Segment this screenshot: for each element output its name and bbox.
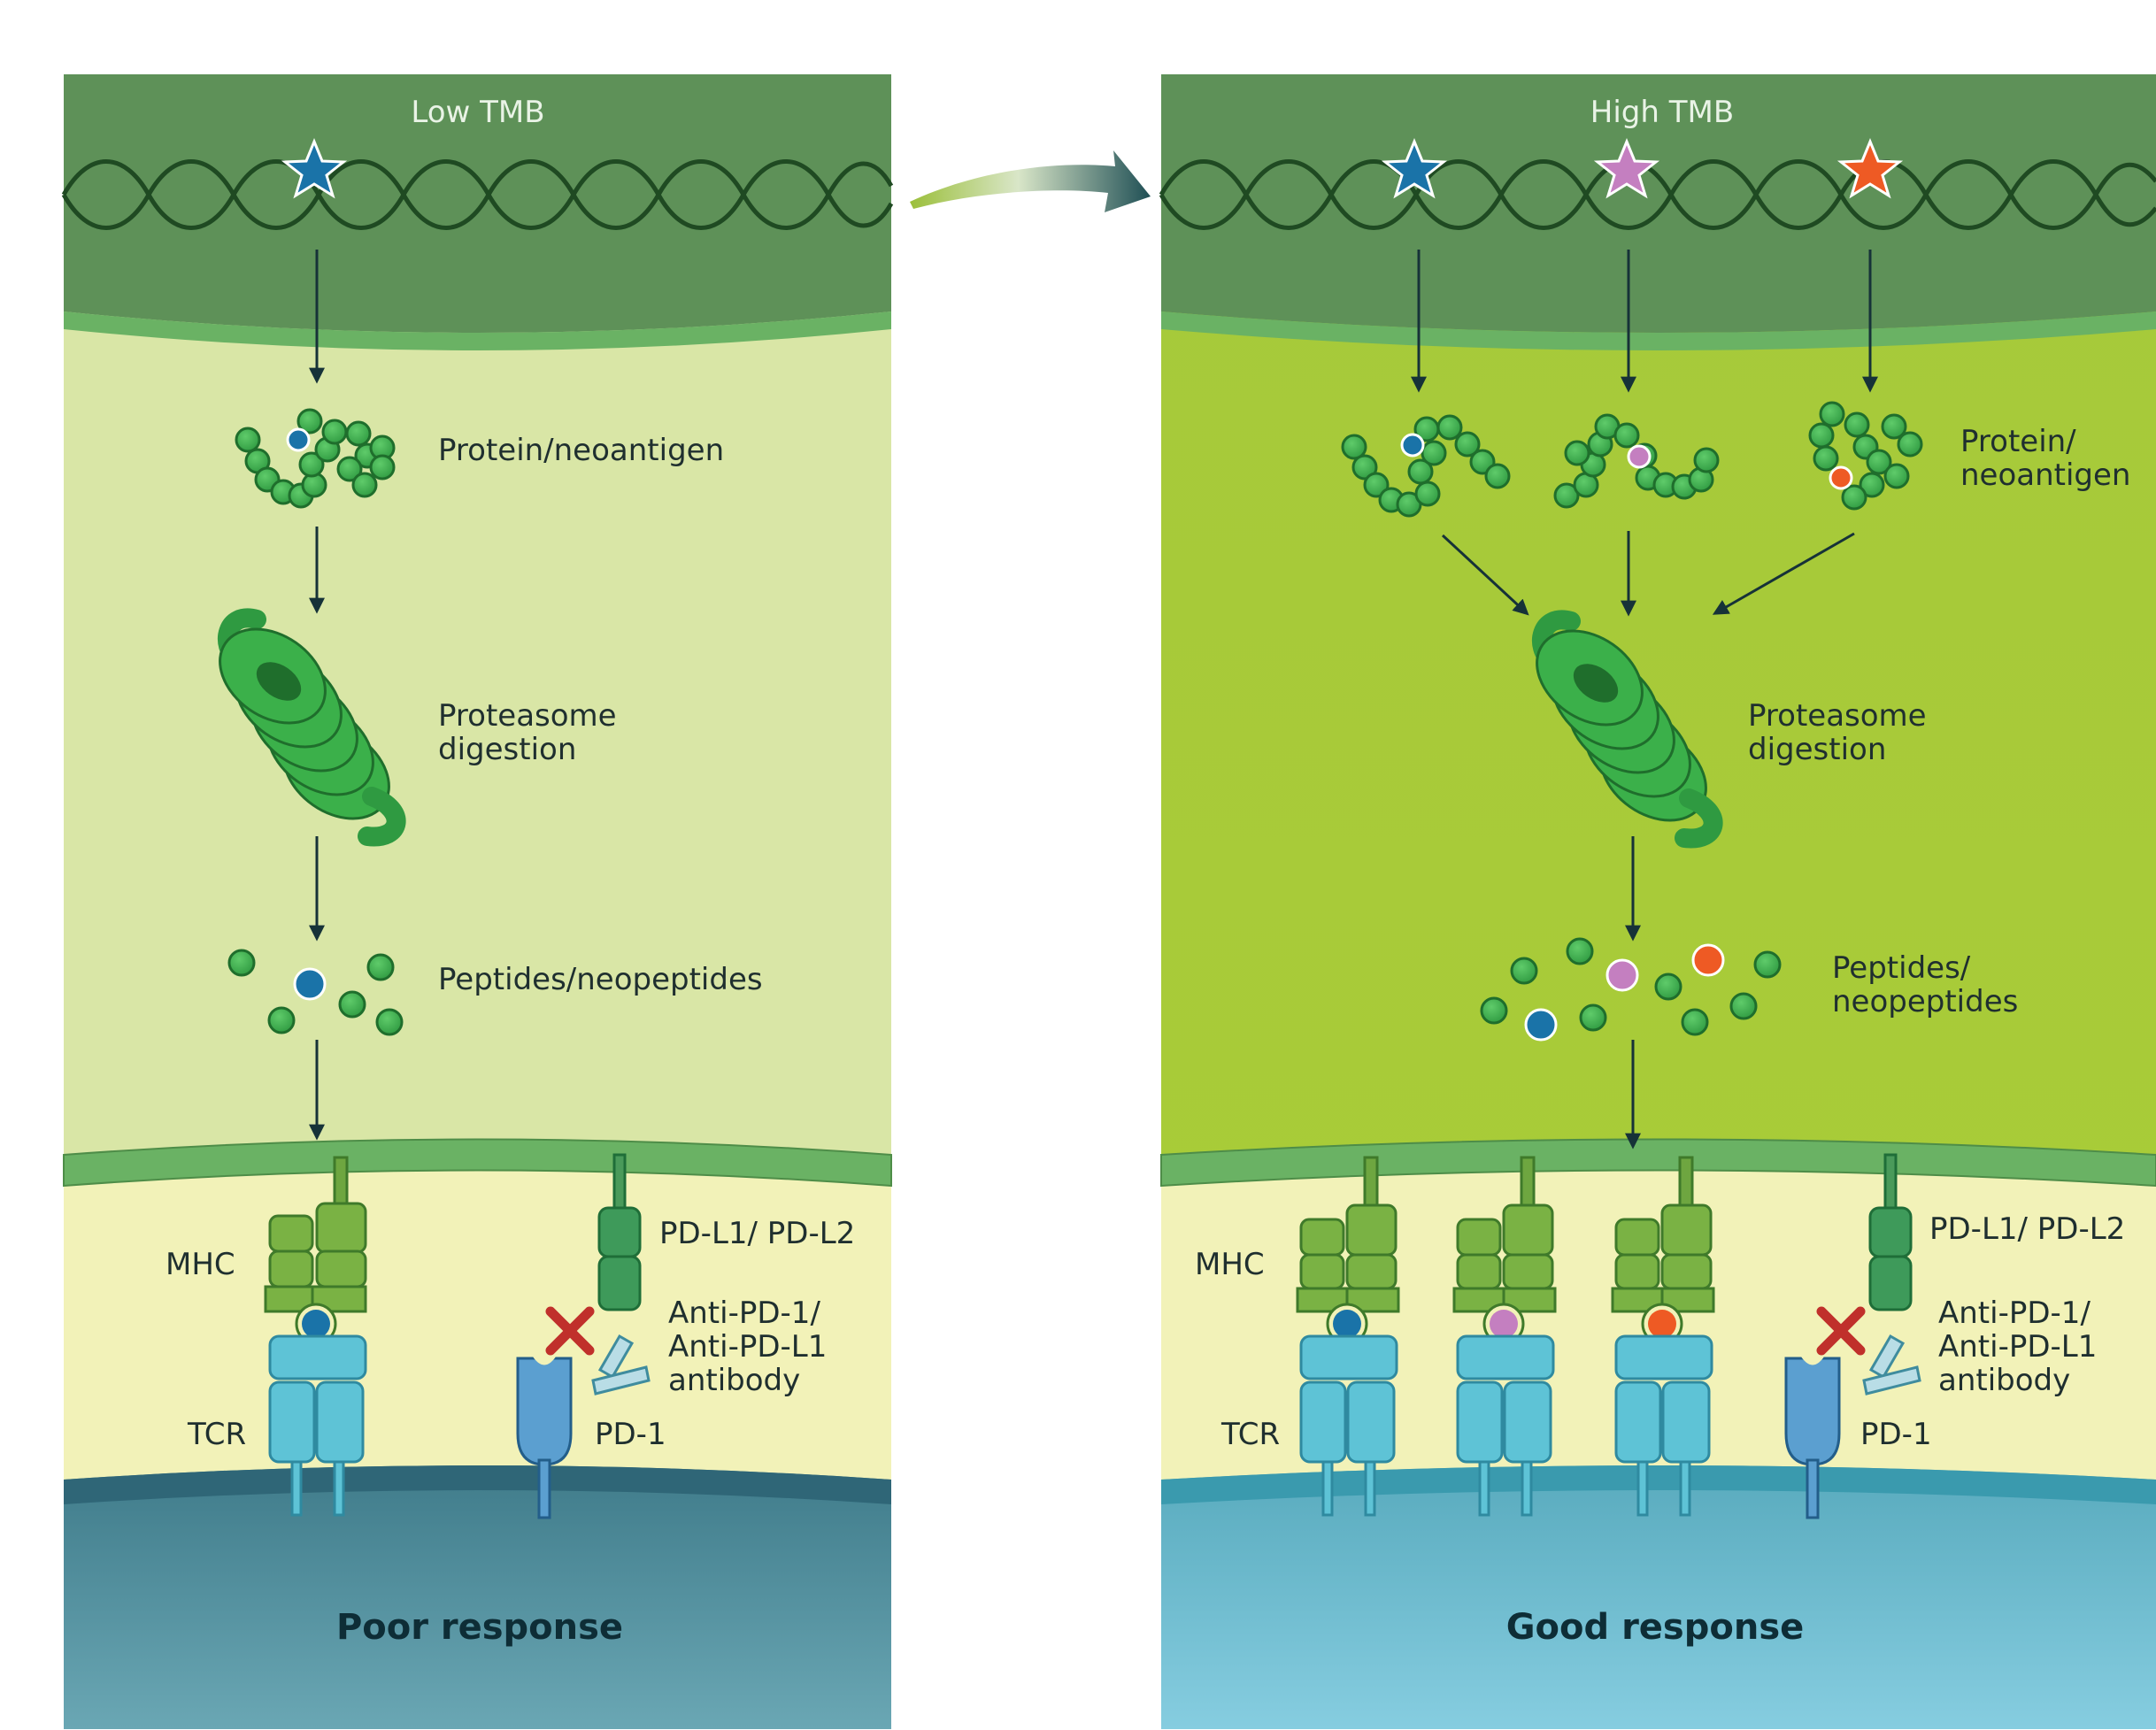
left-pdl-label: PD-L1/ PD-L2 [659,1216,855,1251]
right-response-label: Good response [1506,1607,1805,1648]
orange-neopeptide [1691,943,1725,977]
left-tcr-label: TCR [187,1417,246,1452]
right-pdl1 [1868,1153,1913,1311]
left-pd1-label: PD-1 [595,1417,666,1452]
right-peptides-label-2: neopeptides [1832,984,2018,1019]
pink-mutation-star-icon [1593,138,1660,199]
right-protein-chain-pink [1553,413,1720,509]
left-protein-chain [235,408,396,509]
right-proteasome-label-1: Proteasome [1748,698,1927,734]
transition-arrow-icon [910,150,1151,212]
right-protein-label-2: neoantigen [1960,457,2130,493]
left-response-label: Poor response [336,1607,623,1648]
left-proteasome-icon [217,608,406,847]
right-header: High TMB [1590,95,1734,130]
orange-neoantigen-bead [1829,465,1853,490]
right-apc-membrane [1160,1138,2156,1188]
right-antibody-label-2: Anti-PD-L1 [1938,1329,2097,1365]
right-peptides-label-1: Peptides/ [1832,950,1971,986]
left-antibody-label-3: antibody [668,1363,800,1398]
right-mhc-complex-pink [1452,1156,1557,1517]
right-pd1 [1784,1354,1841,1519]
right-pd1-label: PD-1 [1860,1417,1932,1452]
left-pd1 [516,1354,573,1519]
right-block-x-icon [1816,1306,1866,1356]
blue-neoantigen-bead [286,427,311,452]
left-block-x-icon [545,1306,595,1356]
left-protein-label: Protein/neoantigen [438,433,724,468]
right-proteasome-icon [1531,610,1723,849]
blue-neopeptide [1524,1008,1558,1042]
blue-neopeptide [293,967,327,1001]
right-proteasome-label-2: digestion [1748,732,1886,767]
blue-neoantigen-bead [1400,433,1425,457]
left-nucleus [64,74,891,333]
right-mhc-complex-blue [1296,1156,1400,1517]
right-peptides [1480,937,1782,1036]
pink-neopeptide [1605,958,1639,992]
right-flow-arrows [1411,250,1878,1149]
right-panel: High TMB [1159,74,2156,1729]
right-mhc-complex-orange [1611,1156,1715,1517]
left-peptides [227,949,404,1036]
right-antibody-icon [1862,1334,1921,1396]
right-protein-chain-blue [1341,414,1511,518]
blue-mutation-star-icon [1381,138,1448,199]
right-pdl-label: PD-L1/ PD-L2 [1929,1211,2125,1247]
left-pdl1 [597,1153,642,1311]
left-proteasome-label-1: Proteasome [438,698,617,734]
left-apc-membrane [63,1138,892,1188]
left-peptides-label: Peptides/neopeptides [438,962,763,997]
left-panel: Low TMB Protein/neoantigen [61,74,894,1729]
left-antibody-label-1: Anti-PD-1/ [668,1296,820,1331]
left-header: Low TMB [411,95,544,130]
left-dna [61,159,894,230]
right-protein-chain-orange [1808,401,1923,511]
right-tcr-label: TCR [1220,1417,1280,1452]
left-proteasome-label-2: digestion [438,732,576,767]
right-nucleus [1161,74,2156,333]
left-antibody-icon [591,1334,651,1396]
right-protein-label-1: Protein/ [1960,424,2076,459]
right-antibody-label-1: Anti-PD-1/ [1938,1296,2091,1331]
pink-neoantigen-bead [1627,444,1652,469]
right-dna [1159,159,2156,230]
right-tcell [1161,1465,2156,1729]
right-mhc-label: MHC [1195,1247,1265,1282]
left-mhc-complex [264,1156,367,1517]
left-mhc-label: MHC [166,1247,235,1282]
left-tcell [64,1465,891,1729]
left-antibody-label-2: Anti-PD-L1 [668,1329,827,1365]
orange-mutation-star-icon [1836,138,1904,199]
right-antibody-label-3: antibody [1938,1363,2070,1398]
blue-mutation-star-icon [281,138,348,199]
